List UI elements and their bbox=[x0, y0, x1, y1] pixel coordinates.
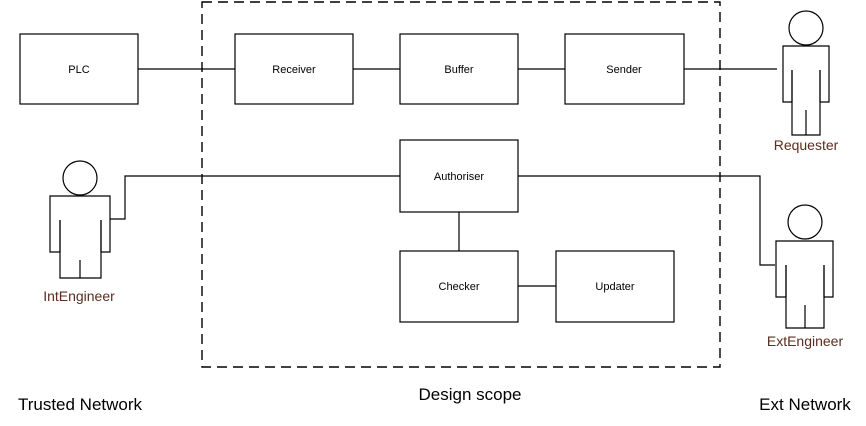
receiver-box: Receiver bbox=[234, 33, 354, 105]
extengineer-actor-icon bbox=[775, 204, 834, 329]
receiver-label: Receiver bbox=[272, 64, 316, 76]
intengineer-label: IntEngineer bbox=[43, 288, 115, 304]
updater-label: Updater bbox=[595, 281, 634, 293]
authoriser-box: Authoriser bbox=[399, 139, 519, 213]
ext-network-label: Ext Network bbox=[759, 395, 851, 414]
authoriser-extengineer-connector bbox=[518, 175, 775, 266]
plc-box: PLC bbox=[19, 33, 139, 105]
trusted-network-label: Trusted Network bbox=[18, 395, 143, 414]
authoriser-label: Authoriser bbox=[434, 171, 484, 183]
sender-label: Sender bbox=[606, 64, 642, 76]
requester-actor-icon bbox=[782, 10, 830, 136]
buffer-box: Buffer bbox=[399, 33, 519, 105]
connectors bbox=[110, 68, 777, 287]
requester-label: Requester bbox=[774, 137, 839, 153]
updater-box: Updater bbox=[555, 250, 675, 323]
intengineer-authoriser-connector bbox=[110, 175, 400, 220]
design-scope-boundary bbox=[201, 1, 721, 368]
buffer-label: Buffer bbox=[444, 64, 473, 76]
extengineer-label: ExtEngineer bbox=[767, 333, 844, 349]
checker-box: Checker bbox=[399, 250, 519, 323]
intengineer-actor-icon bbox=[49, 160, 111, 279]
sender-box: Sender bbox=[564, 33, 685, 105]
design-scope-label: Design scope bbox=[418, 385, 521, 404]
plc-label: PLC bbox=[68, 64, 89, 76]
checker-label: Checker bbox=[439, 281, 480, 293]
